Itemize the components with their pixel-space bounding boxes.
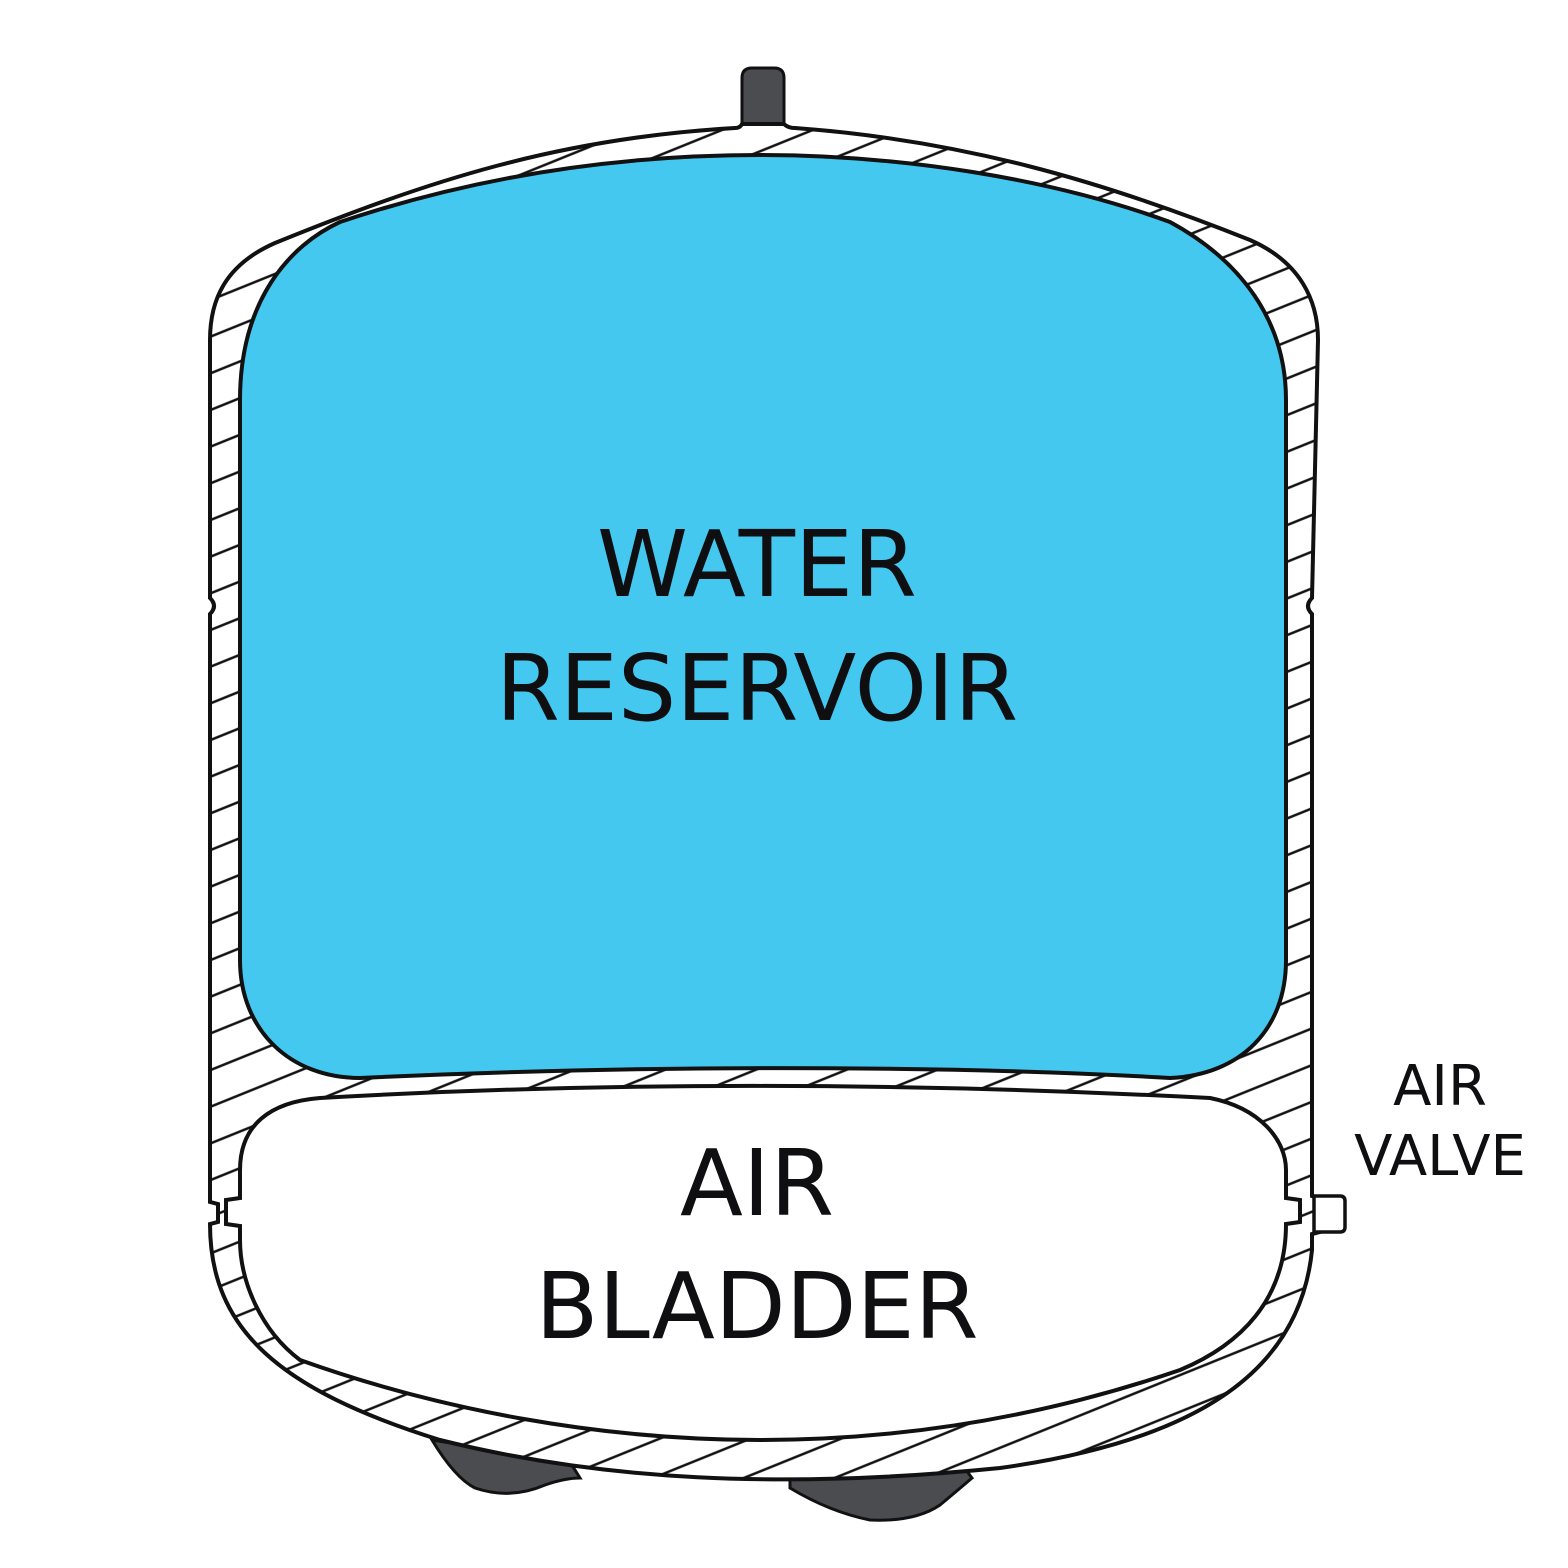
air-valve-stub: [1312, 1194, 1347, 1234]
air-bladder-label-line1: AIR: [680, 1130, 834, 1237]
air-bladder: [224, 1084, 1302, 1443]
top-fitting: [727, 66, 801, 132]
water-reservoir: [238, 152, 1288, 1081]
air-bladder-label-line2: BLADDER: [535, 1253, 978, 1360]
bottom-foot-left: [429, 1438, 583, 1495]
air-valve-label-line1: AIR: [1393, 1054, 1487, 1119]
air-valve-label-line2: VALVE: [1354, 1124, 1526, 1189]
water-reservoir-label-line2: RESERVOIR: [496, 635, 1018, 742]
water-reservoir-label-line1: WATER: [597, 511, 917, 618]
